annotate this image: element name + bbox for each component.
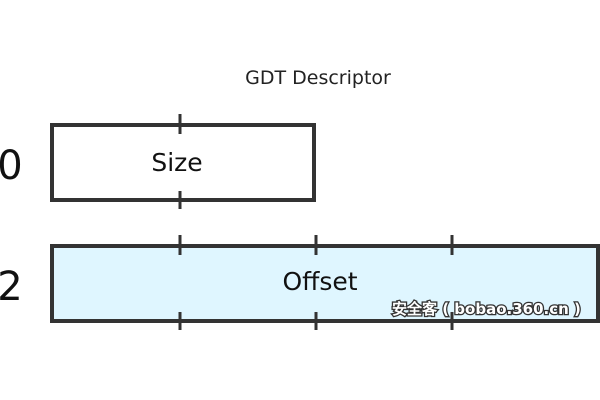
watermark-text: 安全客 ( bobao.360.cn ) — [392, 300, 581, 318]
offset-field-box — [50, 244, 600, 323]
size-field-box — [50, 123, 316, 202]
offset-field-label: Offset — [282, 267, 357, 296]
row-offset-label-2: 2 — [0, 264, 23, 310]
row-offset-label-0: 0 — [0, 143, 23, 189]
diagram-title: GDT Descriptor — [245, 67, 391, 89]
size-field-label: Size — [151, 148, 202, 177]
